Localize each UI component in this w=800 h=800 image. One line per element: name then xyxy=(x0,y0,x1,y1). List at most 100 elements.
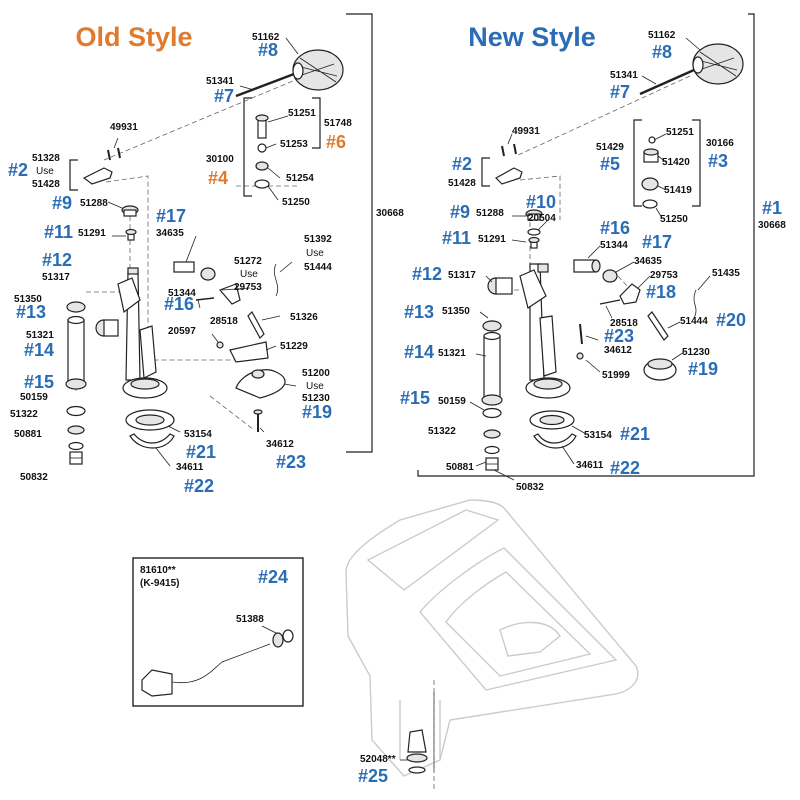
old-label-51748: 51748 xyxy=(324,118,352,129)
new-ref-12: #12 xyxy=(412,264,442,284)
new-ref-19: #19 xyxy=(688,359,718,379)
old-label-50832: 50832 xyxy=(20,472,48,483)
new-label-30668: 30668 xyxy=(758,220,786,231)
new-ref-18: #18 xyxy=(646,282,676,302)
old-ref-8: #8 xyxy=(258,40,278,60)
new-ref-10: #10 xyxy=(526,192,556,212)
old-label-51288: 51288 xyxy=(80,198,108,209)
kit-label-81610: 81610** xyxy=(140,565,176,576)
new-label-51162: 51162 xyxy=(648,30,676,41)
old-label-34611: 34611 xyxy=(176,462,204,473)
new-seal-16 xyxy=(573,259,601,273)
old-label-51322: 51322 xyxy=(10,409,38,420)
old-gasket-21 xyxy=(125,409,175,431)
new-label-51317: 51317 xyxy=(448,270,476,281)
old-label-51341: 51341 xyxy=(206,76,234,87)
new-label-49931: 49931 xyxy=(512,126,540,137)
new-label-51444: 51444 xyxy=(680,316,708,327)
new-flapper xyxy=(643,358,677,381)
old-label-51444: 51444 xyxy=(304,262,332,273)
new-washer-10 xyxy=(527,228,541,236)
old-screw-11 xyxy=(125,228,137,241)
old-label-51321: 51321 xyxy=(26,330,54,341)
old-label-34612: 34612 xyxy=(266,439,294,450)
kit-nut xyxy=(272,629,294,648)
new-label-29753: 29753 xyxy=(650,270,678,281)
old-ref-14: #14 xyxy=(24,340,54,360)
new-label-51429: 51429 xyxy=(596,142,624,153)
old-label-53154: 53154 xyxy=(184,429,212,440)
old-label-51251: 51251 xyxy=(288,108,316,119)
old-label-51350: 51350 xyxy=(14,294,42,305)
new-label-50881: 50881 xyxy=(446,462,474,473)
old-style-title: Old Style xyxy=(75,22,192,52)
new-label-51420: 51420 xyxy=(662,157,690,168)
new-label-51288: 51288 xyxy=(476,208,504,219)
new-ref-23: #23 xyxy=(604,326,634,346)
new-chain xyxy=(693,289,697,319)
old-ref-12: #12 xyxy=(42,250,72,270)
old-style-labels: 51162 #8 51341 #7 49931 #2 51328 Use 514… xyxy=(8,32,404,496)
new-clamp-22 xyxy=(533,433,577,449)
new-label-51322: 51322 xyxy=(428,426,456,437)
new-ref-22: #22 xyxy=(610,458,640,478)
new-ref-1: #1 xyxy=(762,198,782,218)
old-ref-9: #9 xyxy=(52,193,72,213)
old-ref-13: #13 xyxy=(16,302,46,322)
old-label-28518: 28518 xyxy=(210,316,238,327)
old-ref-17: #17 xyxy=(156,206,186,226)
old-label-51272-use: Use xyxy=(240,269,258,280)
old-nut-50832 xyxy=(69,451,83,465)
old-label-51230: 51230 xyxy=(302,393,330,404)
new-pin-28518 xyxy=(599,299,621,305)
old-clamp-22 xyxy=(129,433,175,449)
old-washer-13 xyxy=(66,301,86,313)
new-ref-8: #8 xyxy=(652,42,672,62)
bowl-label-52048: 52048** xyxy=(360,754,396,765)
new-label-50832: 50832 xyxy=(516,482,544,493)
old-label-34635: 34635 xyxy=(156,228,184,239)
old-coupling-12 xyxy=(95,319,119,337)
old-ref-15: #15 xyxy=(24,372,54,392)
old-label-50159: 50159 xyxy=(20,392,48,403)
old-flush-arm xyxy=(216,341,269,363)
old-label-2-use: Use xyxy=(36,166,54,177)
new-label-51428: 51428 xyxy=(448,178,476,189)
new-washer-13 xyxy=(482,320,502,332)
kit-ref-24: #24 xyxy=(258,567,288,587)
bowl-ref-25: #25 xyxy=(358,766,388,786)
new-label-30166: 30166 xyxy=(706,138,734,149)
old-label-51428: 51428 xyxy=(32,179,60,190)
new-nut-50832 xyxy=(485,457,499,471)
old-label-51229: 51229 xyxy=(280,341,308,352)
old-ref-23: #23 xyxy=(276,452,306,472)
old-label-19-use: Use xyxy=(306,381,324,392)
new-ref-20: #20 xyxy=(716,310,746,330)
old-label-51317: 51317 xyxy=(42,272,70,283)
kit-label-51388: 51388 xyxy=(236,614,264,625)
new-ref-15: #15 xyxy=(400,388,430,408)
old-ref-16: #16 xyxy=(164,294,194,314)
new-gasket-21 xyxy=(529,410,575,430)
new-label-51419: 51419 xyxy=(664,185,692,196)
new-label-51251: 51251 xyxy=(666,127,694,138)
old-ref-22: #22 xyxy=(184,476,214,496)
old-label-20597: 20597 xyxy=(168,326,196,337)
bowl-bolt-cap xyxy=(406,729,428,774)
new-label-51321: 51321 xyxy=(438,348,466,359)
old-ref-6: #6 xyxy=(326,132,346,152)
old-label-51344: 51344 xyxy=(168,288,196,299)
old-label-51291: 51291 xyxy=(78,228,106,239)
new-ref-3: #3 xyxy=(708,151,728,171)
new-ref-14: #14 xyxy=(404,342,434,362)
old-washer-15 xyxy=(66,405,86,417)
new-cap-34635 xyxy=(602,269,618,283)
old-ref-4: #4 xyxy=(208,168,228,188)
old-screw-23 xyxy=(253,409,263,432)
new-ref-5: #5 xyxy=(600,154,620,174)
old-label-51253: 51253 xyxy=(280,139,308,150)
old-ref-11: #11 xyxy=(44,222,73,242)
old-label-51200: 51200 xyxy=(302,368,330,379)
new-ref-21: #21 xyxy=(620,424,650,444)
